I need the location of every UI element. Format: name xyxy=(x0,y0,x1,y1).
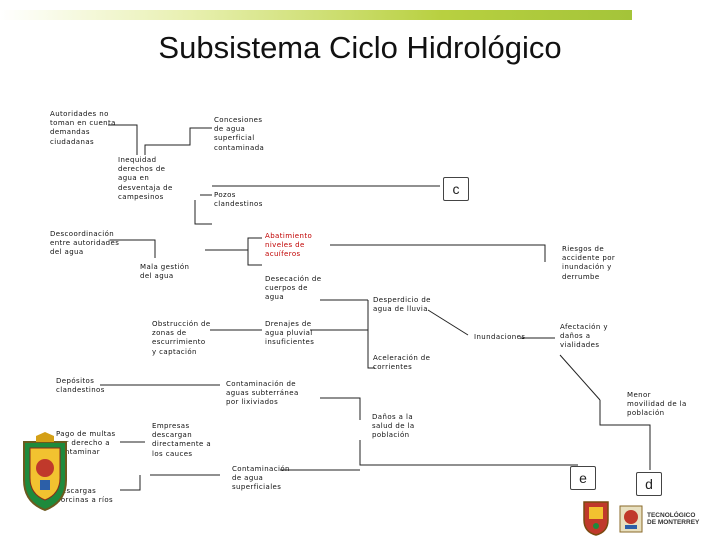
node-menor-movilidad: Menor movilidad de la población xyxy=(627,391,687,418)
connector-c-line xyxy=(194,200,212,225)
connector-desperdicio xyxy=(427,309,469,336)
connector-danos xyxy=(359,440,578,466)
connector-inund-vert xyxy=(367,300,375,369)
node-pozos: Pozos clandestinos xyxy=(214,191,263,209)
node-afectacion: Afectación y daños a vialidades xyxy=(560,323,608,350)
connector-riesgos xyxy=(330,244,546,262)
connector-autoridades xyxy=(108,124,138,155)
box-d: d xyxy=(636,472,662,496)
connector-d xyxy=(599,400,651,470)
emblem-logo xyxy=(619,505,643,533)
node-descargas: Descargas porcinas a ríos xyxy=(56,487,114,505)
node-descoordinacion: Descoordinación entre autoridades del ag… xyxy=(50,230,120,257)
top-accent-bar xyxy=(0,10,632,20)
node-empresas: Empresas descargan directamente a los ca… xyxy=(152,422,212,458)
connector-descargas xyxy=(120,475,141,491)
tec-monterrey-logo-text: TECNOLÓGICO DE MONTERREY xyxy=(647,512,700,526)
connector-abatimiento xyxy=(247,237,262,266)
box-e: e xyxy=(570,466,596,490)
node-abatimiento: Abatimiento niveles de acuíferos xyxy=(265,232,313,259)
box-c: c xyxy=(443,177,469,201)
node-depositos: Depósitos clandestinos xyxy=(56,377,105,395)
node-concesiones: Concesiones de agua superficial contamin… xyxy=(214,116,265,152)
crest-logo xyxy=(583,501,609,536)
connector-concesiones xyxy=(144,127,212,155)
node-contaminacion-sup: Contaminación de agua superficiales xyxy=(232,465,290,492)
node-desperdicio: Desperdicio de agua de lluvia xyxy=(373,296,431,314)
page-title: Subsistema Ciclo Hidrológico xyxy=(158,30,562,65)
node-contaminacion-subt: Contaminación de aguas subterránea por l… xyxy=(226,380,299,407)
node-drenajes: Drenajes de agua pluvial insuficientes xyxy=(265,320,315,347)
coat-of-arms-logo xyxy=(23,432,67,512)
node-aceleracion: Aceleración de corrientes xyxy=(373,354,431,372)
node-autoridades: Autoridades no toman en cuenta demandas … xyxy=(50,110,116,146)
node-riesgos: Riesgos de accidente por inundación y de… xyxy=(562,245,616,281)
connector-descoordinacion xyxy=(110,239,156,258)
node-inequidad: Inequidad derechos de agua en desventaja… xyxy=(118,156,173,201)
node-desecacion: Desecación de cuerpos de agua xyxy=(265,275,322,302)
node-mala-gestion: Mala gestión del agua xyxy=(140,263,190,281)
connector-cont-subt xyxy=(320,397,361,420)
node-inundaciones: Inundaciones xyxy=(474,333,526,341)
connector-afectacion xyxy=(559,354,601,401)
node-obstruccion: Obstrucción de zonas de escurrimiento y … xyxy=(152,320,211,356)
node-danos-salud: Daños a la salud de la población xyxy=(372,413,415,440)
